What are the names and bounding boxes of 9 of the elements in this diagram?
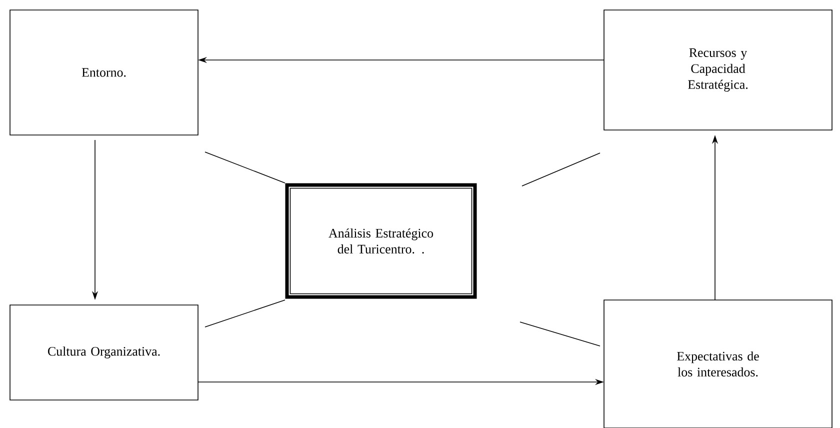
double-framed-box: Análisis Estratégico del Turicentro. . — [285, 183, 477, 299]
connector-line — [204, 300, 286, 328]
connector-line — [520, 322, 600, 346]
connector-line — [204, 152, 286, 184]
text-box: Recursos y Capacidad Estratégica. — [604, 10, 832, 130]
text-box: Entorno. — [10, 10, 198, 136]
text-box: Expectativas de los interesados. — [604, 300, 832, 428]
text-box: Cultura Organizativa. — [10, 304, 198, 400]
connector-line — [522, 152, 600, 186]
